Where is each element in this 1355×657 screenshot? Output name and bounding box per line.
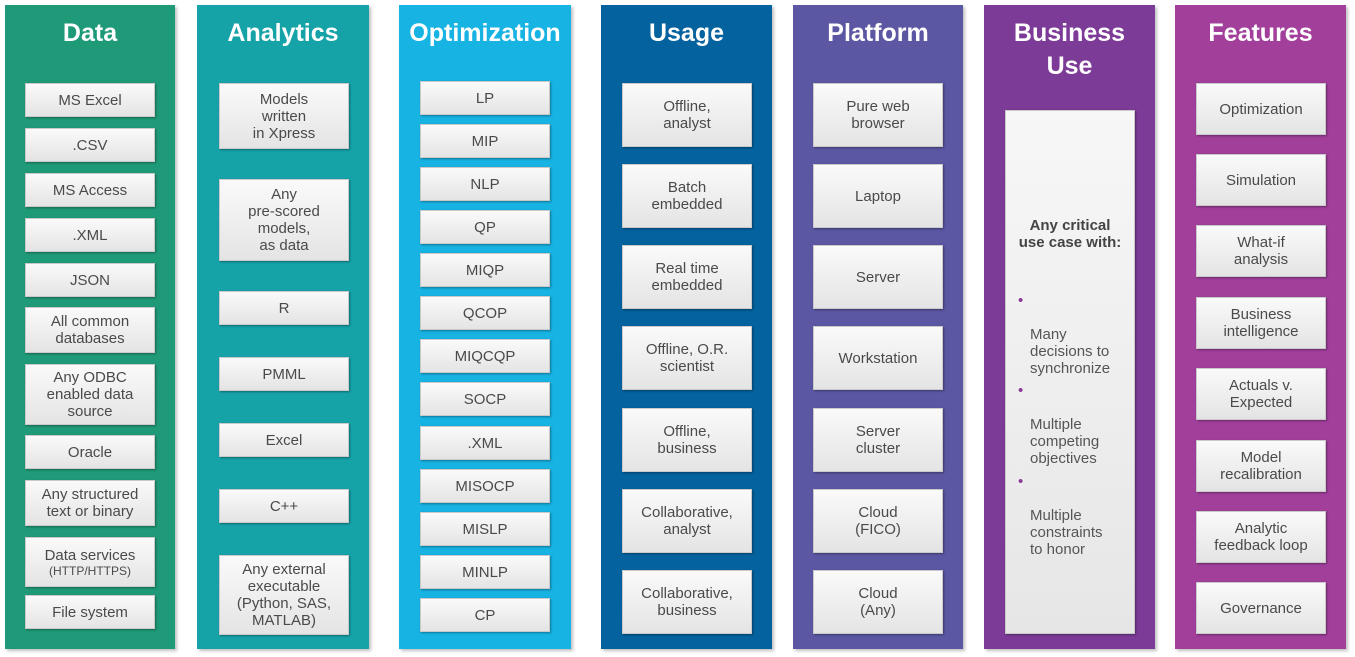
- data-services-note: (HTTP/HTTPS): [49, 563, 131, 578]
- optimization-item-lp: LP: [420, 81, 550, 115]
- data-item-ms-access: MS Access: [25, 173, 155, 207]
- analytics-item-pre-scored-models: Any pre-scored models, as data: [219, 179, 349, 261]
- business-use-bullet: • Multiple constraints to honor: [1018, 473, 1128, 558]
- bullet-icon: •: [1018, 292, 1024, 309]
- data-item-any-structured: Any structured text or binary: [25, 480, 155, 526]
- bullet-icon: •: [1018, 473, 1024, 490]
- platform-item-server-cluster: Server cluster: [813, 408, 943, 472]
- platform-item-workstation: Workstation: [813, 326, 943, 390]
- business-use-panel: Any critical use case with: • Many decis…: [1005, 110, 1135, 634]
- data-item-data-services: Data services (HTTP/HTTPS): [25, 537, 155, 587]
- optimization-item-qcop: QCOP: [420, 296, 550, 330]
- usage-item-offline-or-scientist: Offline, O.R. scientist: [622, 326, 752, 390]
- data-column: Data MS Excel .CSV MS Access .XML JSON A…: [5, 5, 175, 649]
- features-item-governance: Governance: [1196, 582, 1326, 634]
- analytics-item-external-executable: Any external executable (Python, SAS, MA…: [219, 555, 349, 635]
- analytics-column: Analytics Models written in Xpress Any p…: [197, 5, 369, 649]
- features-column: Features Optimization Simulation What-if…: [1175, 5, 1346, 649]
- data-item-all-common-databases: All common databases: [25, 307, 155, 353]
- features-item-what-if: What-if analysis: [1196, 225, 1326, 277]
- platform-item-cloud-any: Cloud (Any): [813, 570, 943, 634]
- data-column-title: Data: [62, 19, 118, 47]
- optimization-item-mip: MIP: [420, 124, 550, 158]
- features-item-model-recalibration: Model recalibration: [1196, 440, 1326, 492]
- usage-item-collaborative-analyst: Collaborative, analyst: [622, 489, 752, 553]
- platform-column-title: Platform: [827, 19, 929, 47]
- optimization-item-mislp: MISLP: [420, 512, 550, 546]
- usage-column-title: Usage: [648, 19, 725, 47]
- features-item-feedback-loop: Analytic feedback loop: [1196, 511, 1326, 563]
- optimization-item-qp: QP: [420, 210, 550, 244]
- analytics-item-pmml: PMML: [219, 357, 349, 391]
- usage-item-offline-analyst: Offline, analyst: [622, 83, 752, 147]
- optimization-column-title: Optimization: [409, 19, 561, 47]
- data-item-file-system: File system: [25, 595, 155, 629]
- usage-item-batch-embedded: Batch embedded: [622, 164, 752, 228]
- data-services-label: Data services: [44, 546, 136, 564]
- usage-column: Usage Offline, analyst Batch embedded Re…: [601, 5, 772, 649]
- bullet-icon: •: [1018, 382, 1024, 399]
- business-use-heading: Any critical use case with:: [1018, 217, 1122, 251]
- data-item-json: JSON: [25, 263, 155, 297]
- business-use-bullet-text: Many decisions to synchronize: [1030, 326, 1111, 377]
- optimization-item-xml: .XML: [420, 426, 550, 460]
- optimization-item-miqp: MIQP: [420, 253, 550, 287]
- analytics-item-excel: Excel: [219, 423, 349, 457]
- platform-item-laptop: Laptop: [813, 164, 943, 228]
- platform-item-cloud-fico: Cloud (FICO): [813, 489, 943, 553]
- business-use-column: Business Use Any critical use case with:…: [984, 5, 1155, 649]
- optimization-item-nlp: NLP: [420, 167, 550, 201]
- optimization-item-socp: SOCP: [420, 382, 550, 416]
- business-use-bullet: • Multiple competing objectives: [1018, 382, 1128, 467]
- business-use-bullet-text: Multiple constraints to honor: [1030, 507, 1103, 558]
- usage-item-offline-business: Offline, business: [622, 408, 752, 472]
- optimization-item-cp: CP: [420, 598, 550, 632]
- data-item-any-odbc: Any ODBC enabled data source: [25, 364, 155, 425]
- business-use-bullet-text: Multiple competing objectives: [1030, 416, 1100, 467]
- optimization-item-misocp: MISOCP: [420, 469, 550, 503]
- features-item-business-intelligence: Business intelligence: [1196, 297, 1326, 349]
- features-column-title: Features: [1208, 19, 1313, 47]
- data-item-csv: .CSV: [25, 128, 155, 162]
- data-item-xml: .XML: [25, 218, 155, 252]
- features-item-optimization: Optimization: [1196, 83, 1326, 135]
- analytics-column-title: Analytics: [227, 19, 339, 47]
- business-use-bullet: • Many decisions to synchronize: [1018, 292, 1128, 377]
- platform-column: Platform Pure web browser Laptop Server …: [793, 5, 963, 649]
- analytics-item-r: R: [219, 291, 349, 325]
- usage-item-collaborative-business: Collaborative, business: [622, 570, 752, 634]
- platform-item-server: Server: [813, 245, 943, 309]
- optimization-item-miqcqp: MIQCQP: [420, 339, 550, 373]
- optimization-item-minlp: MINLP: [420, 555, 550, 589]
- data-item-ms-excel: MS Excel: [25, 83, 155, 117]
- business-use-column-title: Business Use: [1013, 19, 1126, 80]
- features-item-simulation: Simulation: [1196, 154, 1326, 206]
- data-item-oracle: Oracle: [25, 435, 155, 469]
- analytics-item-xpress-models: Models written in Xpress: [219, 83, 349, 149]
- platform-item-web-browser: Pure web browser: [813, 83, 943, 147]
- usage-item-real-time-embedded: Real time embedded: [622, 245, 752, 309]
- optimization-column: Optimization LP MIP NLP QP MIQP QCOP MIQ…: [399, 5, 571, 649]
- analytics-item-cpp: C++: [219, 489, 349, 523]
- features-item-actuals-expected: Actuals v. Expected: [1196, 368, 1326, 420]
